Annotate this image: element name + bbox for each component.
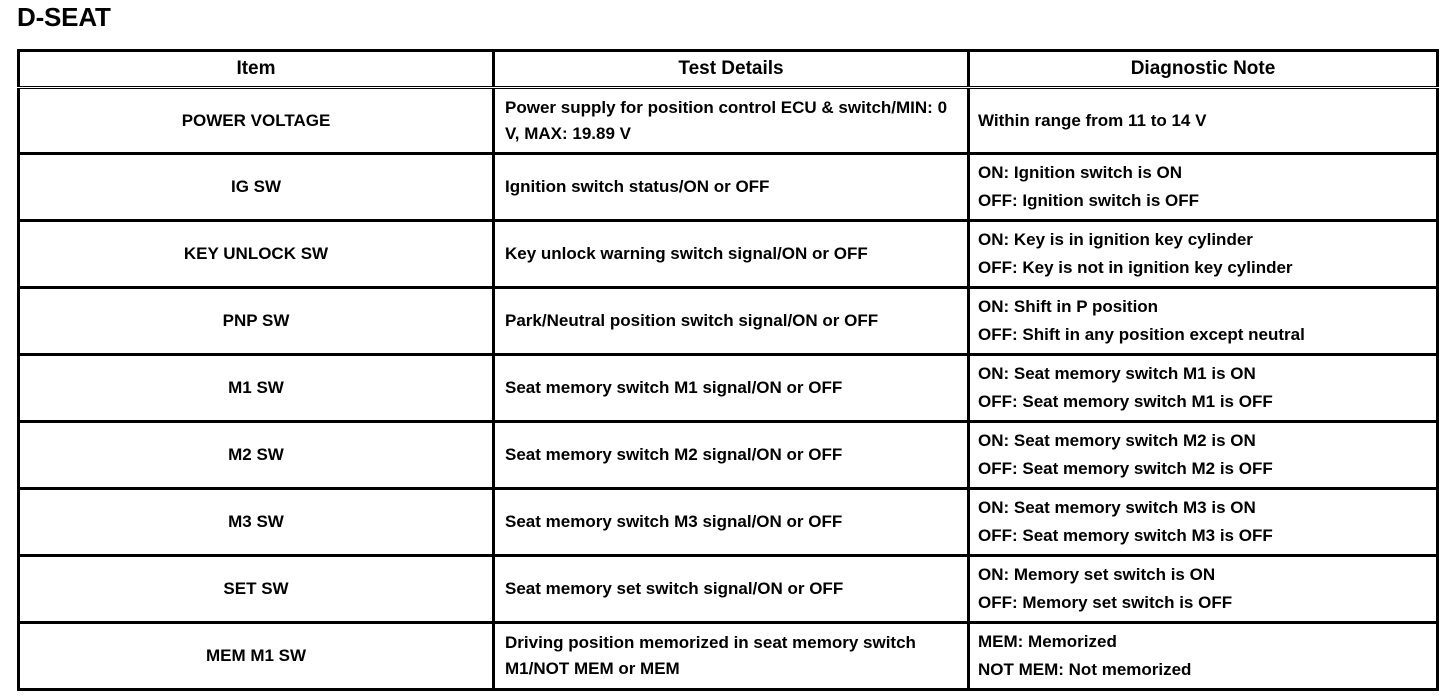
note-line-2: OFF: Shift in any position except neutra… [978, 325, 1305, 344]
note-line-1: ON: Seat memory switch M3 is ON [978, 498, 1256, 517]
note-line-2: NOT MEM: Not memorized [978, 660, 1192, 679]
table-row: M2 SW Seat memory switch M2 signal/ON or… [18, 420, 1438, 489]
note-line-2: OFF: Ignition switch is OFF [978, 191, 1199, 210]
note-line-2: OFF: Seat memory switch M3 is OFF [978, 526, 1273, 545]
note-line-2: OFF: Key is not in ignition key cylinder [978, 258, 1293, 277]
cell-item: KEY UNLOCK SW [18, 219, 495, 288]
cell-item: SET SW [18, 554, 495, 623]
note-line-1: ON: Key is in ignition key cylinder [978, 230, 1253, 249]
cell-test-details: Seat memory switch M1 signal/ON or OFF [493, 353, 970, 422]
table-row: M3 SW Seat memory switch M3 signal/ON or… [18, 487, 1438, 556]
note-line-2: OFF: Seat memory switch M2 is OFF [978, 459, 1273, 478]
cell-test-details: Seat memory set switch signal/ON or OFF [493, 554, 970, 623]
table-row: POWER VOLTAGE Power supply for position … [18, 87, 1438, 154]
column-header-test-details: Test Details [493, 50, 970, 89]
header-row: Item Test Details Diagnostic Note [18, 50, 1438, 89]
note-line-1: ON: Shift in P position [978, 297, 1159, 316]
cell-item: POWER VOLTAGE [18, 87, 495, 154]
note-line-2: OFF: Seat memory switch M1 is OFF [978, 392, 1273, 411]
cell-test-details: Driving position memorized in seat memor… [493, 621, 970, 690]
note-line-1: Within range from 11 to 14 V [978, 110, 1207, 130]
table-body: POWER VOLTAGE Power supply for position … [18, 87, 1438, 690]
cell-item: M3 SW [18, 487, 495, 556]
cell-diagnostic-note: ON: Seat memory switch M1 is ON OFF: Sea… [968, 353, 1438, 422]
column-header-diagnostic-note: Diagnostic Note [968, 50, 1438, 89]
cell-item: PNP SW [18, 286, 495, 355]
table-row: IG SW Ignition switch status/ON or OFF O… [18, 152, 1438, 221]
cell-diagnostic-note: MEM: Memorized NOT MEM: Not memorized [968, 621, 1438, 690]
table-row: MEM M1 SW Driving position memorized in … [18, 621, 1438, 690]
cell-item: IG SW [18, 152, 495, 221]
table-row: SET SW Seat memory set switch signal/ON … [18, 554, 1438, 623]
table-row: M1 SW Seat memory switch M1 signal/ON or… [18, 353, 1438, 422]
cell-diagnostic-note: ON: Memory set switch is ON OFF: Memory … [968, 554, 1438, 623]
cell-test-details: Seat memory switch M3 signal/ON or OFF [493, 487, 970, 556]
cell-diagnostic-note: ON: Shift in P position OFF: Shift in an… [968, 286, 1438, 355]
spec-table-container: Item Test Details Diagnostic Note POWER … [17, 49, 1439, 691]
note-line-2: OFF: Memory set switch is OFF [978, 593, 1233, 612]
cell-item: MEM M1 SW [18, 621, 495, 690]
table-header: Item Test Details Diagnostic Note [18, 50, 1438, 89]
cell-test-details: Park/Neutral position switch signal/ON o… [493, 286, 970, 355]
table-row: KEY UNLOCK SW Key unlock warning switch … [18, 219, 1438, 288]
cell-item: M2 SW [18, 420, 495, 489]
cell-test-details: Ignition switch status/ON or OFF [493, 152, 970, 221]
page-title: D-SEAT [17, 2, 111, 32]
note-line-1: ON: Seat memory switch M1 is ON [978, 364, 1256, 383]
note-line-1: MEM: Memorized [978, 632, 1117, 651]
cell-test-details: Key unlock warning switch signal/ON or O… [493, 219, 970, 288]
note-line-1: ON: Seat memory switch M2 is ON [978, 431, 1256, 450]
table-row: PNP SW Park/Neutral position switch sign… [18, 286, 1438, 355]
cell-diagnostic-note: ON: Key is in ignition key cylinder OFF:… [968, 219, 1438, 288]
note-line-1: ON: Ignition switch is ON [978, 163, 1182, 182]
cell-diagnostic-note: ON: Ignition switch is ON OFF: Ignition … [968, 152, 1438, 221]
cell-diagnostic-note: ON: Seat memory switch M2 is ON OFF: Sea… [968, 420, 1438, 489]
seat-diagnostic-table: Item Test Details Diagnostic Note POWER … [17, 49, 1439, 691]
cell-item: M1 SW [18, 353, 495, 422]
cell-test-details: Seat memory switch M2 signal/ON or OFF [493, 420, 970, 489]
note-line-1: ON: Memory set switch is ON [978, 565, 1216, 584]
cell-diagnostic-note: Within range from 11 to 14 V [969, 88, 1438, 154]
cell-diagnostic-note: ON: Seat memory switch M3 is ON OFF: Sea… [968, 487, 1438, 556]
cell-test-details: Power supply for position control ECU & … [493, 87, 970, 154]
column-header-item: Item [18, 50, 495, 89]
